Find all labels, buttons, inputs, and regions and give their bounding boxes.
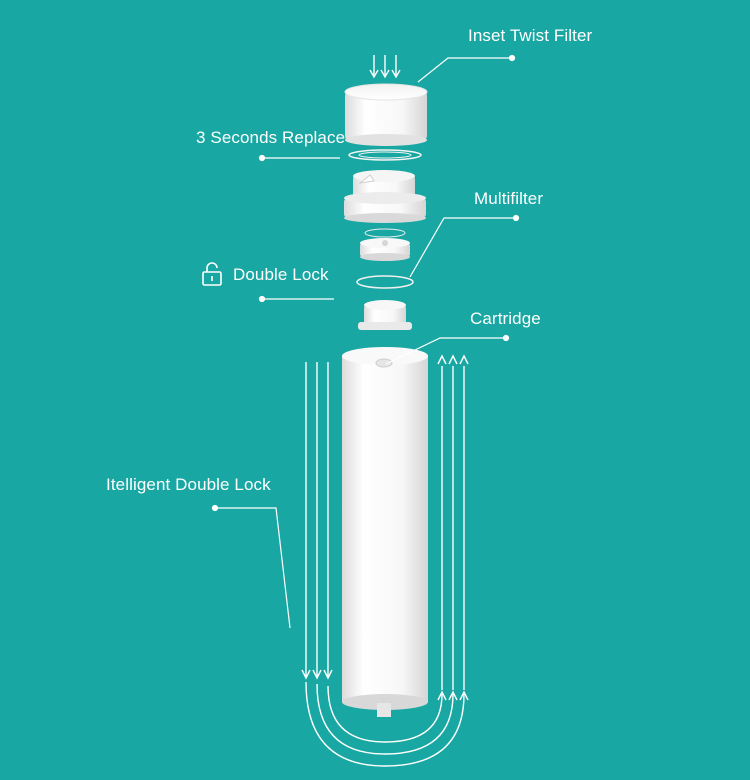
inflow-arrows bbox=[370, 55, 400, 77]
label-inset-twist-filter: Inset Twist Filter bbox=[468, 26, 592, 46]
flow-arrows-left bbox=[302, 362, 332, 678]
label-3-seconds-replace: 3 Seconds Replace bbox=[196, 128, 345, 148]
label-cartridge: Cartridge bbox=[470, 309, 541, 329]
cartridge-body bbox=[342, 347, 428, 717]
twist-connector bbox=[344, 170, 426, 223]
label-double-lock: Double Lock bbox=[233, 265, 329, 285]
flow-arrows-right bbox=[438, 356, 468, 690]
label-intelligent-double-lock: Itelligent Double Lock bbox=[106, 475, 271, 495]
padlock-icon bbox=[201, 262, 223, 286]
cartridge-head bbox=[358, 300, 412, 330]
multifilter-disc bbox=[357, 229, 413, 288]
seal-ring bbox=[349, 150, 421, 160]
label-multifilter: Multifilter bbox=[474, 189, 543, 209]
twist-filter-cap bbox=[345, 84, 427, 146]
